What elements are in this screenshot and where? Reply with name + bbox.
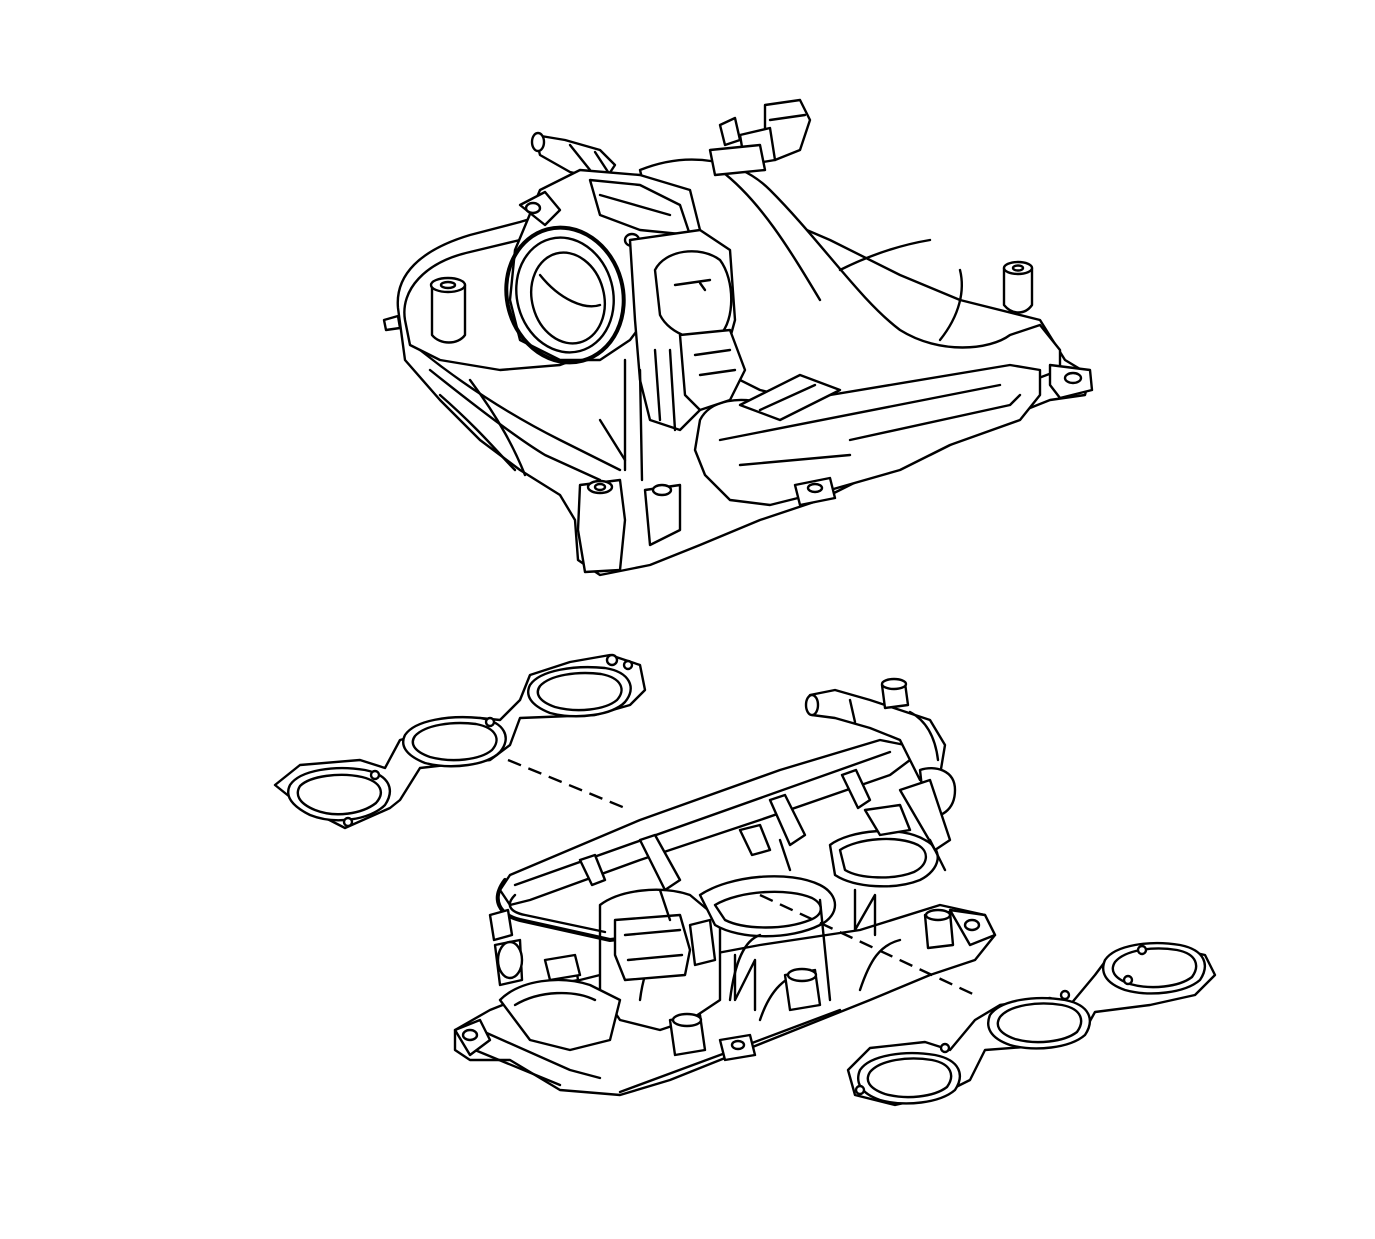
- intake-manifold-gasket-right: [846, 942, 1217, 1107]
- alignment-lines: [507, 418, 976, 997]
- fuel-rail: [488, 677, 957, 987]
- intake-manifold-gasket-left: [273, 653, 647, 830]
- upper-intake-manifold: [382, 98, 1094, 577]
- throttle-body: [504, 168, 747, 482]
